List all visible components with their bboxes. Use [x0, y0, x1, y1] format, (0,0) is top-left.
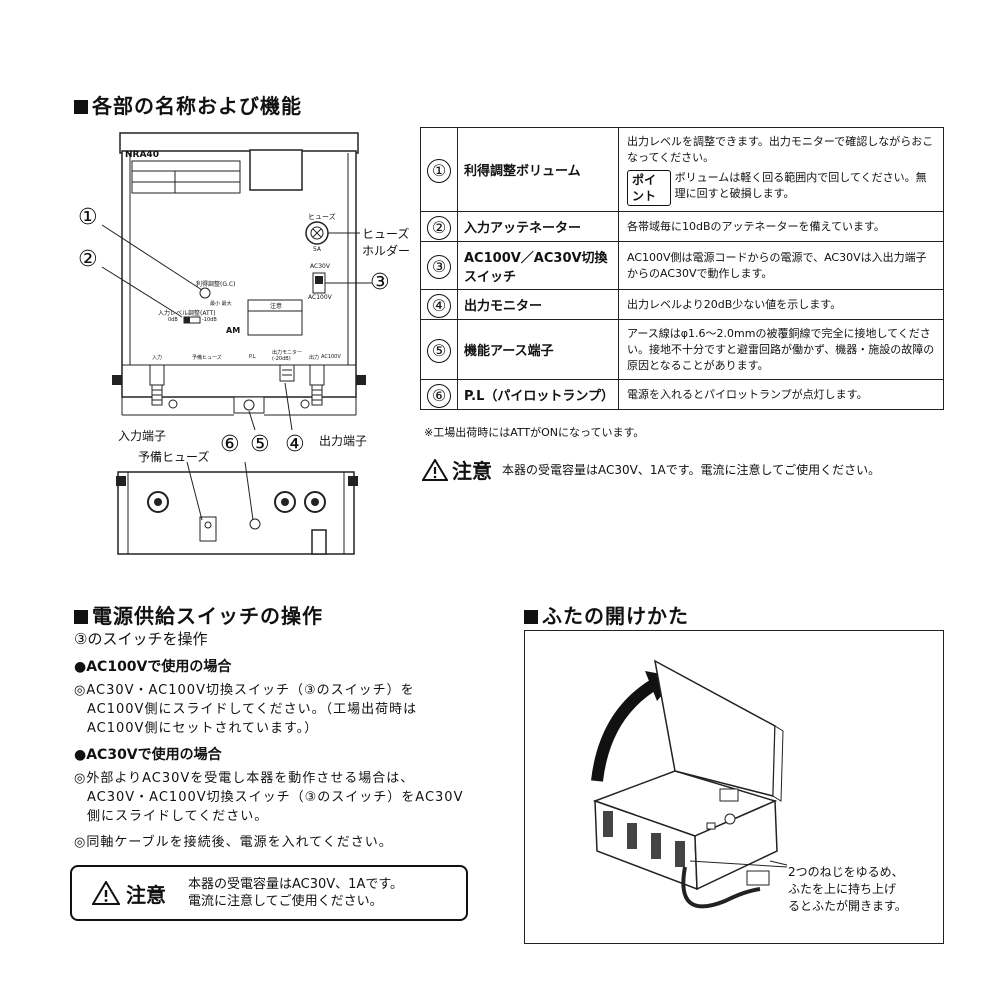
port-in-label: 入力: [152, 355, 163, 361]
row-name: 入力アッテネーター: [457, 211, 619, 242]
row-name: 機能アース端子: [457, 319, 619, 380]
row-number: ④: [427, 293, 451, 318]
row-desc: 出力レベルより20dB少ない値を示します。: [618, 289, 944, 320]
fuse-small-label: ヒューズ: [308, 213, 336, 221]
point-text: ボリュームは軽く回る範囲内で回してください。無理に回すと破損します。: [674, 170, 927, 200]
row-desc: 電源を入れるとパイロットランプが点灯します。: [618, 379, 944, 410]
lid-note-line: ふたを上に持ち上げ: [788, 882, 897, 896]
ac30-heading: ●AC30Vで使用の場合: [74, 747, 222, 763]
lid-note-line: 2つのねじをゆるめ、: [788, 865, 904, 879]
ac30-body: ◎外部よりAC30Vを受電し本器を動作させる場合は、 AC30V・AC100V切…: [74, 769, 463, 826]
gain-minmax-label: 最小 最大: [210, 301, 232, 307]
row-desc: アース線はφ1.6〜2.0mmの被覆銅線で完全に接地してください。接地不十分です…: [618, 319, 944, 380]
switch-ac30-label: AC30V: [310, 263, 330, 270]
gain-label: 利得調整(G.C): [196, 281, 236, 288]
row-number: ③: [427, 254, 451, 279]
coax-line: ◎同軸ケーブルを接続後、電源を入れてください。: [74, 835, 393, 850]
ac100-line: AC100V側にセットされています。）: [87, 721, 319, 736]
table-row: ③ AC100V／AC30V切換スイッチ AC100V側は電源コードからの電源で…: [420, 241, 944, 290]
ac30-line: ◎外部よりAC30Vを受電し本器を動作させる場合は、: [74, 771, 415, 786]
table-row: ⑤ 機能アース端子 アース線はφ1.6〜2.0mmの被覆銅線で完全に接地してくだ…: [420, 319, 944, 380]
square-bullet-icon: [524, 610, 538, 624]
point-badge: ポイント: [627, 169, 671, 206]
callout-2: ②: [78, 247, 98, 272]
lid-section-title: ふたの開けかた: [524, 600, 689, 629]
table-row: ⑥ P.L（パイロットランプ） 電源を入れるとパイロットランプが点灯します。: [420, 379, 944, 410]
caution-box-label: 注意: [126, 882, 166, 907]
caution-top-label: 注意: [452, 459, 492, 483]
row-number: ①: [427, 158, 451, 183]
device-bottom-diagram: [116, 462, 358, 555]
callout-1: ①: [78, 205, 98, 230]
ac30-line: 側にスライドしてください。: [87, 809, 269, 824]
row-number: ②: [427, 215, 451, 240]
caution-top: 注意 本器の受電容量はAC30V、1Aです。電流に注意してご使用ください。: [422, 455, 880, 484]
square-bullet-icon: [74, 100, 88, 114]
att-0db-label: 0dB: [168, 317, 178, 323]
switch-ac100-label: AC100V: [308, 294, 332, 301]
row-name: AC100V／AC30V切換スイッチ: [457, 241, 619, 290]
row-desc: 各帯域毎に10dBのアッテネーターを備えています。: [618, 211, 944, 242]
callout-6: ⑥: [220, 432, 240, 457]
output-terminal-label: 出力端子: [319, 434, 368, 448]
row-number: ⑤: [427, 338, 451, 363]
input-terminal-label: 入力端子: [118, 429, 167, 443]
spare-fuse-label: 予備ヒューズ: [138, 450, 210, 464]
att-label: 入力レベル調整(ATT): [158, 310, 216, 317]
callout-5: ⑤: [250, 432, 270, 457]
row-name: P.L（パイロットランプ）: [457, 379, 619, 410]
row-name: 出力モニター: [457, 289, 619, 320]
caution-small-label: 注意: [270, 303, 283, 310]
caution-box: 注意 本器の受電容量はAC30V、1Aです。 電流に注意してご使用ください。: [70, 865, 468, 921]
fuse-holder-label-1: ヒューズ: [362, 227, 410, 241]
row-desc: 出力レベルを調整できます。出力モニターで確認しながらおこなってください。 ポイン…: [618, 127, 944, 212]
callout-4: ④: [285, 432, 305, 457]
row-desc-text: 出力レベルを調整できます。出力モニターで確認しながらおこなってください。: [627, 134, 934, 164]
ac100-line: ◎AC30V・AC100V切換スイッチ（③のスイッチ）を: [74, 683, 415, 698]
caution-box-line: 本器の受電容量はAC30V、1Aです。: [188, 877, 404, 892]
port-ac100-label: AC100V: [321, 354, 341, 360]
port-spare-label: 予備ヒューズ: [192, 355, 222, 361]
table-row: ② 入力アッテネーター 各帯域毎に10dBのアッテネーターを備えています。: [420, 211, 944, 242]
row-number: ⑥: [427, 383, 451, 408]
port-pl-label: P.L: [249, 354, 256, 360]
ac30-line: AC30V・AC100V切換スイッチ（③のスイッチ）をAC30V: [87, 790, 464, 805]
table-row: ④ 出力モニター 出力レベルより20dB少ない値を示します。: [420, 289, 944, 320]
power-subtitle: ③のスイッチを操作: [74, 630, 208, 648]
port-monitor-label: 出力モニター (-20dB): [272, 350, 303, 362]
model-label: NRA40: [125, 150, 159, 160]
caution-box-text: 本器の受電容量はAC30V、1Aです。 電流に注意してご使用ください。: [188, 876, 403, 910]
ac100-body: ◎AC30V・AC100V切換スイッチ（③のスイッチ）を AC100V側にスライ…: [74, 681, 417, 738]
caution-box-line: 電流に注意してご使用ください。: [188, 894, 383, 909]
table-row: ① 利得調整ボリューム 出力レベルを調整できます。出力モニターで確認しながらおこ…: [420, 127, 944, 212]
am-label: AM: [226, 326, 241, 335]
row-name: 利得調整ボリューム: [457, 127, 619, 212]
port-out-label: 出力: [309, 355, 320, 361]
section-title: 各部の名称および機能: [74, 90, 302, 119]
warning-icon: [92, 881, 120, 905]
device-front-diagram: [101, 132, 372, 431]
fuse-holder-label-2: ホルダー: [362, 244, 411, 258]
square-bullet-icon: [74, 610, 88, 624]
caution-top-text: 本器の受電容量はAC30V、1Aです。電流に注意してご使用ください。: [502, 463, 881, 477]
row-desc: AC100V側は電源コードからの電源で、AC30Vは入出力端子からのAC30Vで…: [618, 241, 944, 290]
fuse-amp-label: 5A: [313, 246, 321, 253]
factory-note: ※工場出荷時にはATTがONになっています。: [424, 426, 645, 439]
ac100-line: AC100V側にスライドしてください。（工場出荷時は: [87, 702, 418, 717]
lid-illustration-frame: [524, 630, 944, 944]
point-note: ポイント ボリュームは軽く回る範囲内で回してください。無理に回すと破損します。: [627, 169, 935, 206]
lid-note-line: るとふたが開きます。: [788, 899, 907, 913]
lid-note: 2つのねじをゆるめ、 ふたを上に持ち上げ るとふたが開きます。: [788, 864, 907, 915]
lid-illustration: [591, 659, 788, 909]
spec-table: ① 利得調整ボリューム 出力レベルを調整できます。出力モニターで確認しながらおこ…: [420, 127, 944, 410]
callout-3: ③: [370, 270, 390, 295]
att-10db-label: -10dB: [202, 317, 217, 323]
ac100-heading: ●AC100Vで使用の場合: [74, 659, 232, 675]
power-section-title: 電源供給スイッチの操作: [74, 600, 323, 629]
warning-icon: [422, 458, 448, 481]
